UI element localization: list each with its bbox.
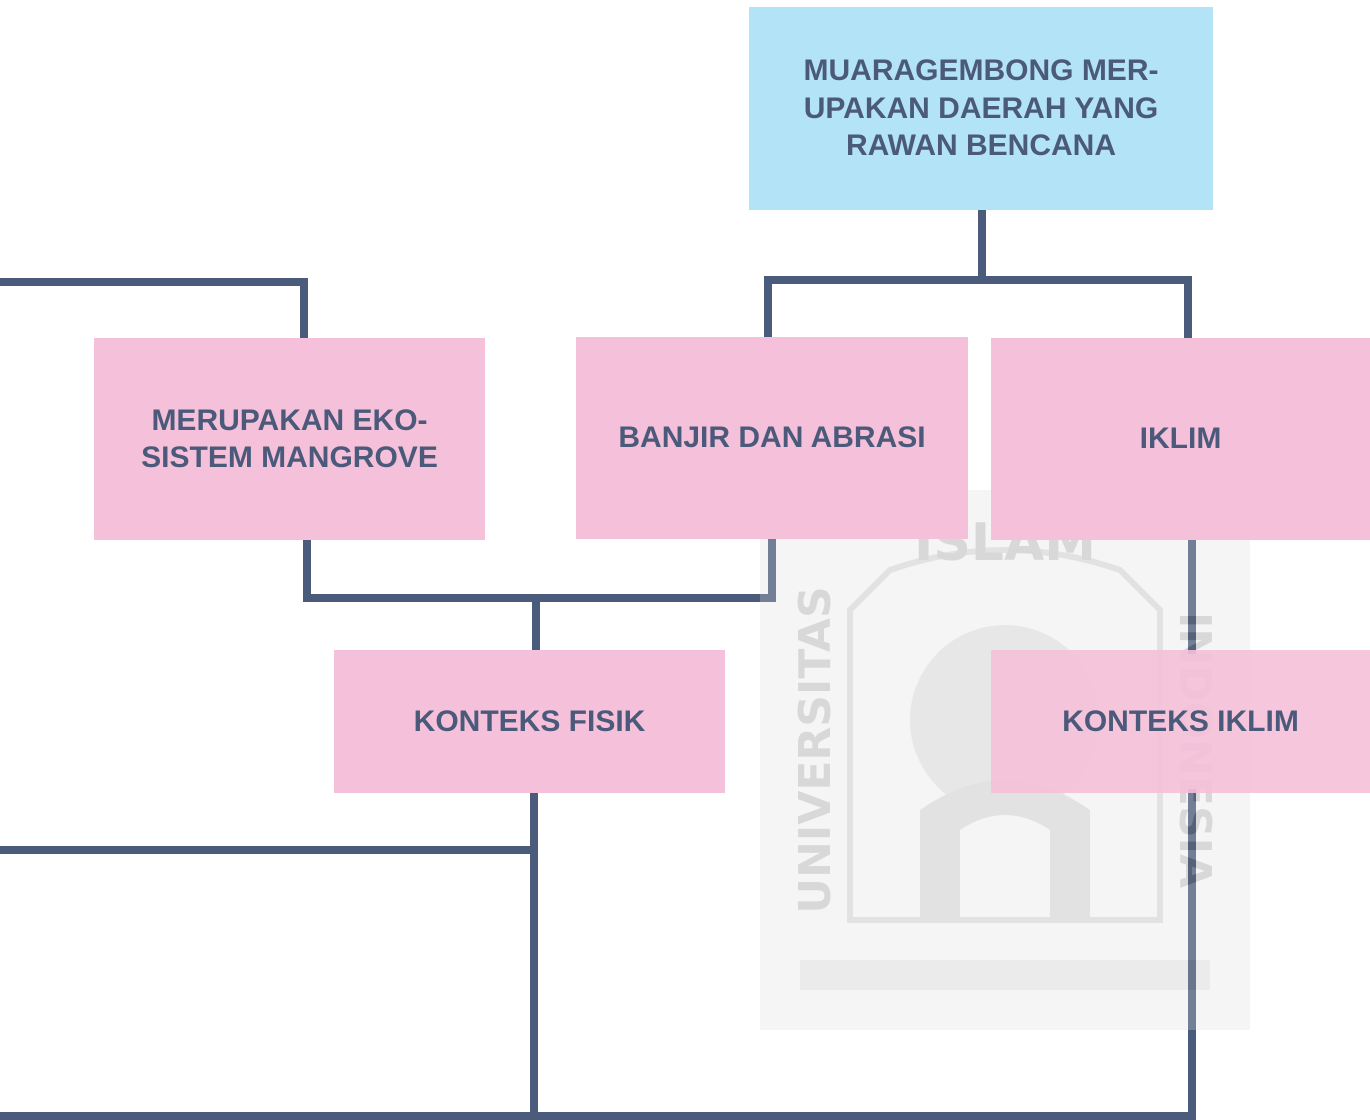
konteks-iklim-node: KONTEKS IKLIM bbox=[991, 650, 1370, 793]
iklim-node-label: IKLIM bbox=[1139, 422, 1222, 456]
konteks-fisik-node: KONTEKS FISIK bbox=[334, 650, 725, 793]
mangrove-node-label: MERUPAKAN EKO- SISTEM MANGROVE bbox=[141, 403, 438, 475]
iklim-node: IKLIM bbox=[991, 338, 1370, 540]
root-node-label: MUARAGEMBONG MER- UPAKAN DAERAH YANG RAW… bbox=[803, 54, 1159, 163]
konteks-iklim-node-label: KONTEKS IKLIM bbox=[1062, 704, 1299, 738]
konteks-fisik-node-label: KONTEKS FISIK bbox=[413, 704, 646, 738]
root-node: MUARAGEMBONG MER- UPAKAN DAERAH YANG RAW… bbox=[749, 7, 1213, 210]
banjir-node-label: BANJIR DAN ABRASI bbox=[618, 421, 926, 455]
mangrove-node: MERUPAKAN EKO- SISTEM MANGROVE bbox=[94, 338, 485, 540]
banjir-node: BANJIR DAN ABRASI bbox=[576, 337, 968, 539]
